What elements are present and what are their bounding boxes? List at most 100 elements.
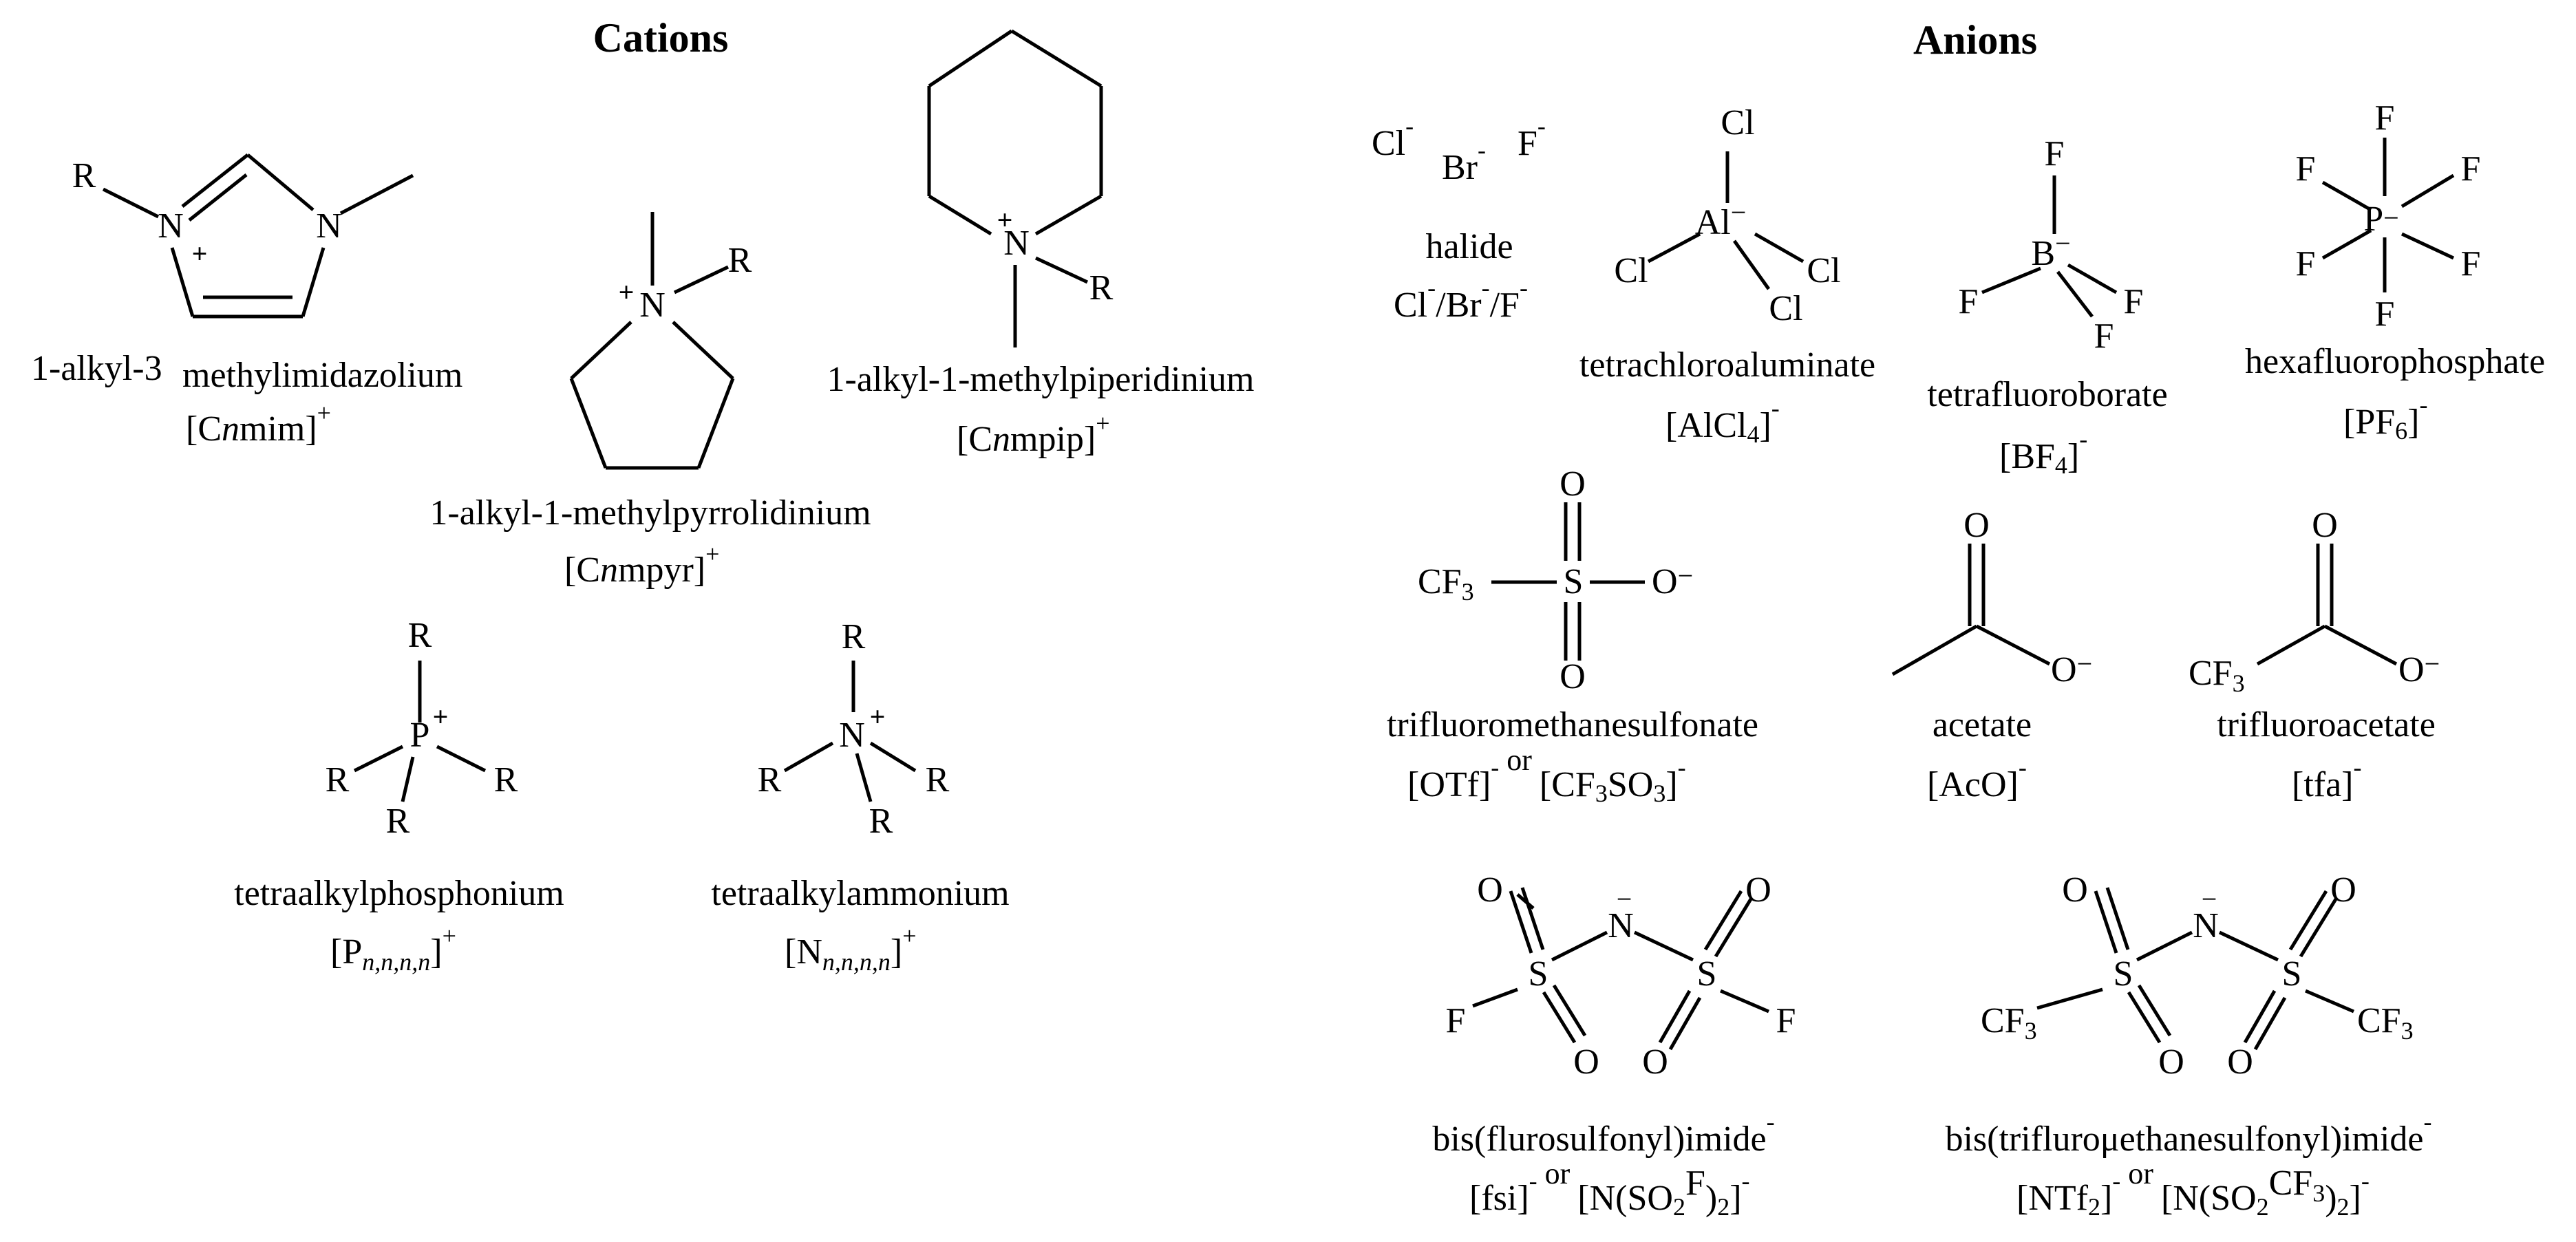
bond xyxy=(1732,239,1771,290)
bond xyxy=(1754,232,1805,264)
imidazolium-name-part2: methylimidazolium xyxy=(182,356,462,395)
halide-formula: Cl-/Br-/F- xyxy=(1394,274,1528,325)
r-group-label: R xyxy=(408,616,432,655)
fluorine-atom: F xyxy=(2045,134,2065,173)
oxygen-atom: O xyxy=(2062,870,2088,910)
double-bond xyxy=(2127,991,2162,1044)
piperidinium-abbreviation: [Cnmpip]+ xyxy=(957,409,1110,459)
triflate-name: trifluoromethanesulfonate xyxy=(1387,705,1758,745)
fluoride-ion: F- xyxy=(1518,112,1546,163)
ammonium-structure: R N + R R R tetraalkylammonium [Nn,n,n,n… xyxy=(711,617,1009,976)
r-group-label: R xyxy=(386,802,410,841)
sulfur-atom: S xyxy=(1529,954,1548,994)
fluorine-atom: F xyxy=(2094,317,2114,356)
oxide-atom: O− xyxy=(1652,560,1693,601)
positive-charge: + xyxy=(192,238,208,269)
ammonium-abbreviation: [Nn,n,n,n]+ xyxy=(785,922,917,976)
acetate-name: acetate xyxy=(1933,705,2032,745)
hexafluorophosphate-structure: F F F P− F F F hexafluorophosphate [PF6]… xyxy=(2245,98,2545,445)
nitrogen-atom: N xyxy=(158,206,184,246)
r-group-label: R xyxy=(494,760,518,800)
r-group-label: R xyxy=(842,617,866,656)
acetate-abbreviation: [AcO]- xyxy=(1927,753,2027,804)
bond xyxy=(928,194,992,236)
double-bond xyxy=(1703,890,1743,951)
trifluoroacetate-name: trifluoroacetate xyxy=(2217,705,2436,745)
nitrogen-atom: N xyxy=(1608,906,1634,945)
chlorine-atom: Cl xyxy=(1614,251,1648,290)
pyrrolidinium-structure: N + R 1-alkyl-1-methylpyrrolidinium [Cnm… xyxy=(429,212,871,590)
oxide-atom: O− xyxy=(2051,648,2092,689)
fluorine-atom: F xyxy=(1446,1001,1466,1040)
bond xyxy=(246,153,315,211)
oxygen-atom: O xyxy=(2227,1042,2253,1082)
bond xyxy=(102,187,160,219)
bond xyxy=(2401,173,2455,208)
chlorine-atom: Cl xyxy=(1769,289,1802,328)
bond xyxy=(2321,180,2372,212)
double-bond xyxy=(2288,890,2328,951)
bond xyxy=(2401,232,2455,260)
bond xyxy=(339,173,414,215)
triflate-structure: O CF3 S O− O trifluoromethanesulfonate [… xyxy=(1387,464,1758,807)
negative-charge: − xyxy=(2202,884,2217,914)
double-bond xyxy=(1714,897,1754,958)
fluorine-atom: F xyxy=(2461,244,2481,283)
oxygen-atom: O xyxy=(2158,1042,2184,1082)
sulfur-atom: S xyxy=(1697,954,1717,994)
bond xyxy=(570,321,632,380)
pyrrolidinium-name: 1-alkyl-1-methylpyrrolidinium xyxy=(429,493,871,533)
nitrogen-atom: N xyxy=(316,206,342,246)
fluorine-atom: F xyxy=(2296,149,2316,189)
oxygen-atom: O xyxy=(1963,506,1990,545)
bond xyxy=(2067,263,2118,295)
imidazolium-abbreviation: [Cnmim]+ xyxy=(186,399,331,449)
bond xyxy=(1975,624,2051,666)
r-group-label: R xyxy=(728,241,752,280)
phosphonium-structure: R P + R R R tetraalkylphosphonium [Pn,n,… xyxy=(234,616,564,976)
double-bond xyxy=(2105,887,2130,950)
double-bond xyxy=(1668,996,1702,1051)
imidazolium-structure: R N + N 1-alkyl-3 methylimidazolium [Cnm… xyxy=(31,153,462,449)
double-bond xyxy=(1509,890,1533,954)
chlorine-atom: Cl xyxy=(1807,251,1840,290)
sulfur-atom: S xyxy=(2114,954,2133,994)
double-bond xyxy=(2094,890,2118,954)
tetrachloroaluminate-abbreviation: [AlCl4]- xyxy=(1665,394,1780,448)
double-bond xyxy=(1520,887,1545,950)
r-group-label: R xyxy=(72,156,96,195)
nitrogen-atom: N xyxy=(639,286,666,325)
ntf2-abbreviation: [NTf2]- or [N(SO2CF3)2]- xyxy=(2016,1157,2370,1221)
ammonium-name: tetraalkylammonium xyxy=(711,874,1009,913)
bond xyxy=(855,753,873,802)
bond xyxy=(301,247,326,317)
bond xyxy=(401,756,415,802)
double-bond xyxy=(2299,897,2339,958)
bond xyxy=(1010,29,1103,88)
oxygen-atom: O xyxy=(1642,1042,1668,1082)
sulfur-atom: S xyxy=(2282,954,2302,994)
fsi-abbreviation: [fsi]- or [N(SO2F)2]- xyxy=(1469,1157,1750,1221)
tetrafluoroborate-abbreviation: [BF4]- xyxy=(1999,425,2087,479)
double-bond xyxy=(1542,991,1577,1044)
fluorine-atom: F xyxy=(1959,282,1979,321)
r-group-label: R xyxy=(869,802,893,841)
r-group-label: R xyxy=(926,760,950,800)
trifluoroacetate-structure: O CF3 O− trifluoroacetate [tfa]- xyxy=(2189,506,2440,804)
tetrafluoroborate-name: tetrafluoroborate xyxy=(1927,375,2167,414)
double-bond xyxy=(2137,984,2172,1037)
bond xyxy=(2036,987,2103,1010)
fsi-structure: O S F O N − S O O F bis(flurosulfonyl)im… xyxy=(1432,870,1796,1221)
oxide-atom: O− xyxy=(2398,648,2440,689)
nitrogen-atom: N xyxy=(2193,906,2219,945)
phosphonium-abbreviation: [Pn,n,n,n]+ xyxy=(330,922,456,976)
fluorine-atom: F xyxy=(2296,244,2316,283)
anions-heading: Anions xyxy=(1913,17,2037,63)
piperidinium-name: 1-alkyl-1-methylpiperidinium xyxy=(827,360,1255,399)
aluminum-atom: Al− xyxy=(1695,197,1747,242)
positive-charge: + xyxy=(997,204,1013,235)
bond xyxy=(672,321,734,380)
trifluoromethyl-group: CF3 xyxy=(1981,1001,2037,1045)
bond xyxy=(2056,270,2094,318)
